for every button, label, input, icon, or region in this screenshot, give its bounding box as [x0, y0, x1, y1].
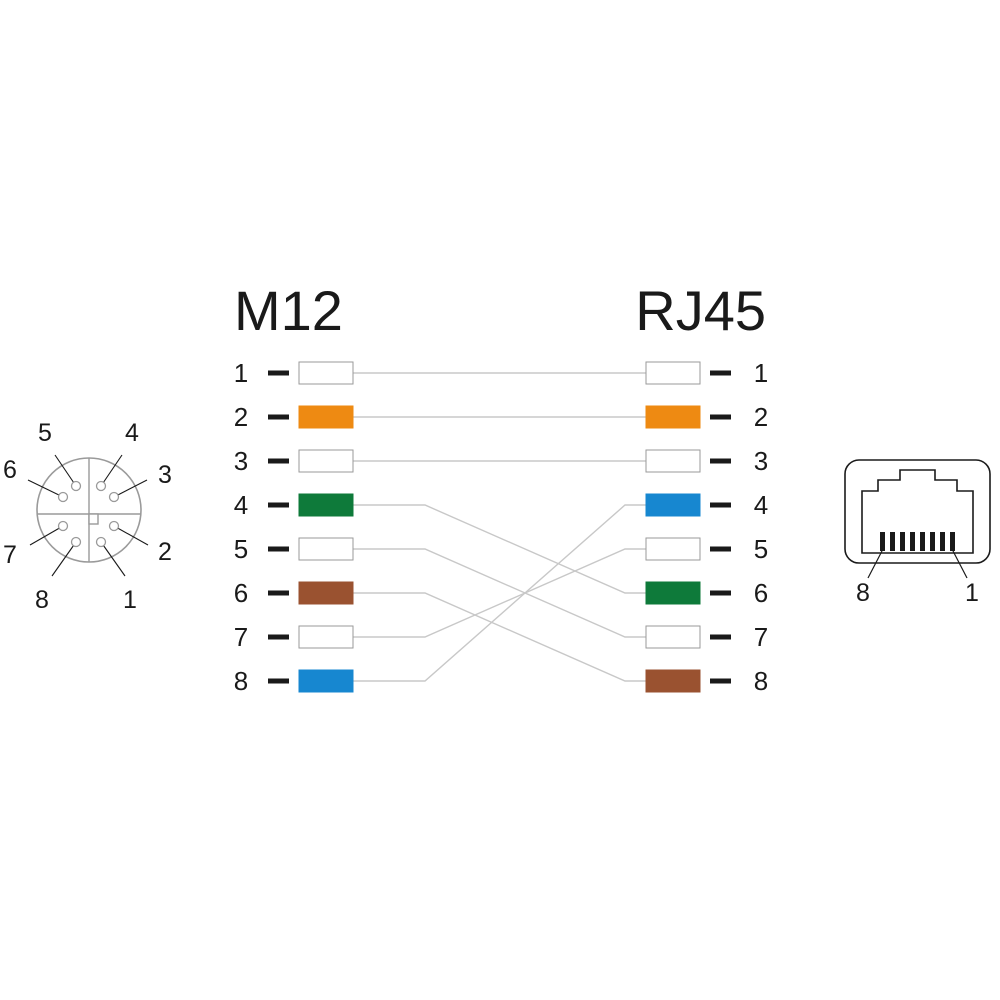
m12-pin-stub [268, 502, 289, 508]
rj45-pin-number: 5 [754, 534, 768, 564]
m12-pin-color-block [298, 625, 354, 649]
m12-connector-face-icon: 12 34 56 78 [3, 419, 172, 614]
m12-face-label: 3 [158, 461, 172, 489]
m12-pin-stub [268, 678, 289, 684]
m12-face-leader [100, 541, 126, 577]
rj45-face-leader-1 [952, 550, 968, 579]
m12-face-leader [54, 454, 77, 487]
m12-pin-column: 1 2 3 4 5 6 7 8 [234, 358, 354, 696]
rj45-pin-color-block [645, 493, 701, 517]
rj45-pin-number: 8 [754, 666, 768, 696]
rj45-pin-stub [710, 678, 731, 684]
m12-face-leader [29, 525, 64, 546]
m12-face-leader [27, 479, 64, 498]
rj45-pin-stub [710, 546, 731, 552]
rj45-contact [910, 532, 915, 551]
m12-pin-stub [268, 546, 289, 552]
m12-pin-number: 1 [234, 358, 248, 388]
m12-pin-color-block [298, 405, 354, 429]
m12-title: M12 [234, 279, 343, 342]
m12-face-leader [51, 541, 77, 577]
m12-face-label: 6 [3, 456, 17, 484]
wire-4-to-6 [353, 504, 646, 594]
m12-pin-stub [268, 370, 289, 376]
m12-face-leader [113, 525, 149, 546]
m12-face-label: 5 [38, 419, 52, 447]
wire-6-to-8 [353, 592, 646, 682]
m12-face-label: 7 [3, 541, 17, 569]
rj45-contact [950, 532, 955, 551]
rj45-pin-stub [710, 458, 731, 464]
rj45-pin-number: 4 [754, 490, 768, 520]
m12-face-pin [70, 536, 82, 548]
rj45-pin-column: 1 2 3 4 5 6 7 8 [645, 358, 768, 696]
m12-pin-color-block [298, 361, 354, 385]
rj45-contact [900, 532, 905, 551]
m12-face-pin [108, 491, 120, 503]
rj45-pin-number: 7 [754, 622, 768, 652]
rj45-title: RJ45 [635, 279, 766, 342]
m12-pin-number: 7 [234, 622, 248, 652]
m12-face-pin [57, 491, 69, 503]
m12-pin-number: 2 [234, 402, 248, 432]
rj45-pin-stub [710, 370, 731, 376]
m12-pin-number: 6 [234, 578, 248, 608]
m12-pin-number: 4 [234, 490, 248, 520]
rj45-contact [890, 532, 895, 551]
m12-face-pin [57, 520, 69, 532]
rj45-connector-face-icon: 8 1 [844, 459, 991, 607]
rj45-pin-number: 2 [754, 402, 768, 432]
rj45-pin-color-block [645, 449, 701, 473]
m12-pin-stub [268, 634, 289, 640]
m12-pin-stub [268, 414, 289, 420]
m12-pin-number: 5 [234, 534, 248, 564]
rj45-contact [920, 532, 925, 551]
m12-pin-color-block [298, 537, 354, 561]
m12-pin-color-block [298, 449, 354, 473]
rj45-pin-color-block [645, 581, 701, 605]
rj45-pin-number: 6 [754, 578, 768, 608]
rj45-pin-color-block [645, 405, 701, 429]
rj45-contact [880, 532, 885, 551]
m12-face-pin [95, 480, 107, 492]
rj45-pin-color-block [645, 537, 701, 561]
m12-pin-color-block [298, 493, 354, 517]
m12-face-pin [108, 520, 120, 532]
m12-pin-color-block [298, 581, 354, 605]
rj45-pin-stub [710, 414, 731, 420]
m12-pin-color-block [298, 669, 354, 693]
rj45-face-label-8: 8 [856, 579, 870, 607]
rj45-pin-stub [710, 502, 731, 508]
rj45-pin-stub [710, 634, 731, 640]
rj45-contact [930, 532, 935, 551]
m12-face-key [88, 513, 99, 525]
rj45-pin-color-block [645, 361, 701, 385]
m12-pin-number: 8 [234, 666, 248, 696]
rj45-contact [940, 532, 945, 551]
rj45-face-socket [861, 469, 974, 554]
rj45-face-leader-8 [867, 550, 883, 579]
m12-face-label: 4 [125, 419, 139, 447]
m12-face-label: 8 [35, 586, 49, 614]
m12-face-label: 2 [158, 538, 172, 566]
rj45-pin-number: 1 [754, 358, 768, 388]
rj45-face-label-1: 1 [965, 579, 979, 607]
wire-group [353, 372, 646, 682]
m12-face-leader [100, 454, 123, 487]
wire-8-to-4 [353, 504, 646, 682]
m12-face-pin [95, 536, 107, 548]
rj45-pin-color-block [645, 625, 701, 649]
m12-face-leader [113, 479, 148, 498]
rj45-pin-number: 3 [754, 446, 768, 476]
m12-face-pin [70, 480, 82, 492]
m12-pin-stub [268, 458, 289, 464]
rj45-pin-stub [710, 590, 731, 596]
rj45-pin-color-block [645, 669, 701, 693]
m12-face-label: 1 [123, 586, 137, 614]
m12-pin-number: 3 [234, 446, 248, 476]
m12-pin-stub [268, 590, 289, 596]
